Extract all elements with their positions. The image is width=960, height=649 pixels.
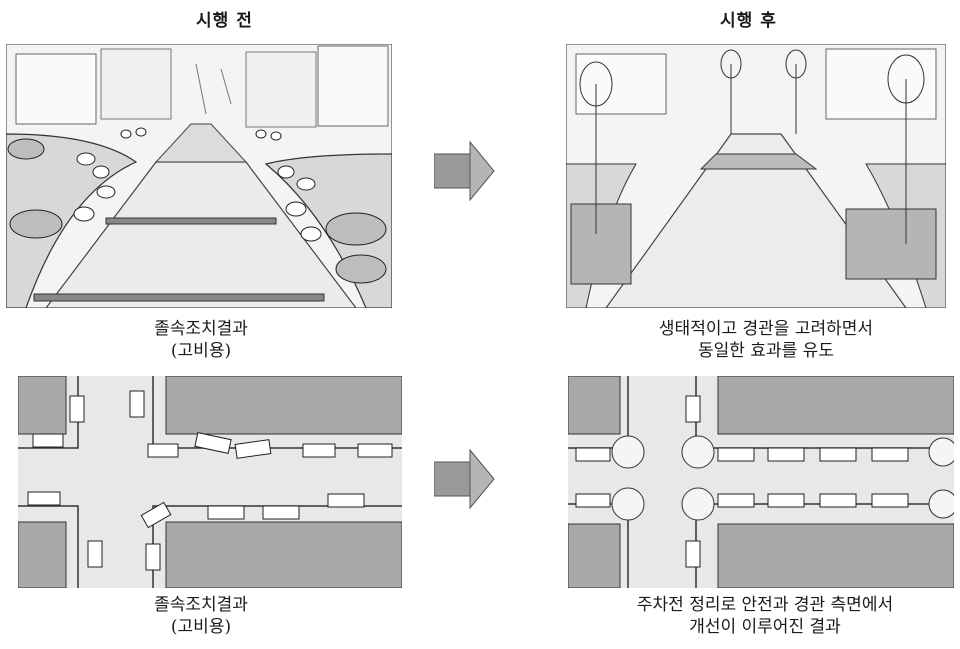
header-after: 시행 후 — [720, 11, 777, 31]
right-arrow-icon — [434, 448, 496, 510]
street-sketch-after — [566, 44, 946, 308]
caption-before-plan: 졸속조치결과 (고비용) — [154, 595, 248, 637]
parking-plan-after — [568, 376, 954, 588]
parking-plan-before — [18, 376, 402, 588]
caption-before-sketch: 졸속조치결과 (고비용) — [154, 319, 248, 361]
header-before: 시행 전 — [196, 11, 253, 31]
street-sketch-before — [6, 44, 392, 308]
caption-after-sketch: 생태적이고 경관을 고려하면서 동일한 효과를 유도 — [658, 319, 874, 361]
caption-after-plan: 주차전 정리로 안전과 경관 측면에서 개선이 이루어진 결과 — [636, 595, 894, 637]
right-arrow-icon — [434, 140, 496, 202]
